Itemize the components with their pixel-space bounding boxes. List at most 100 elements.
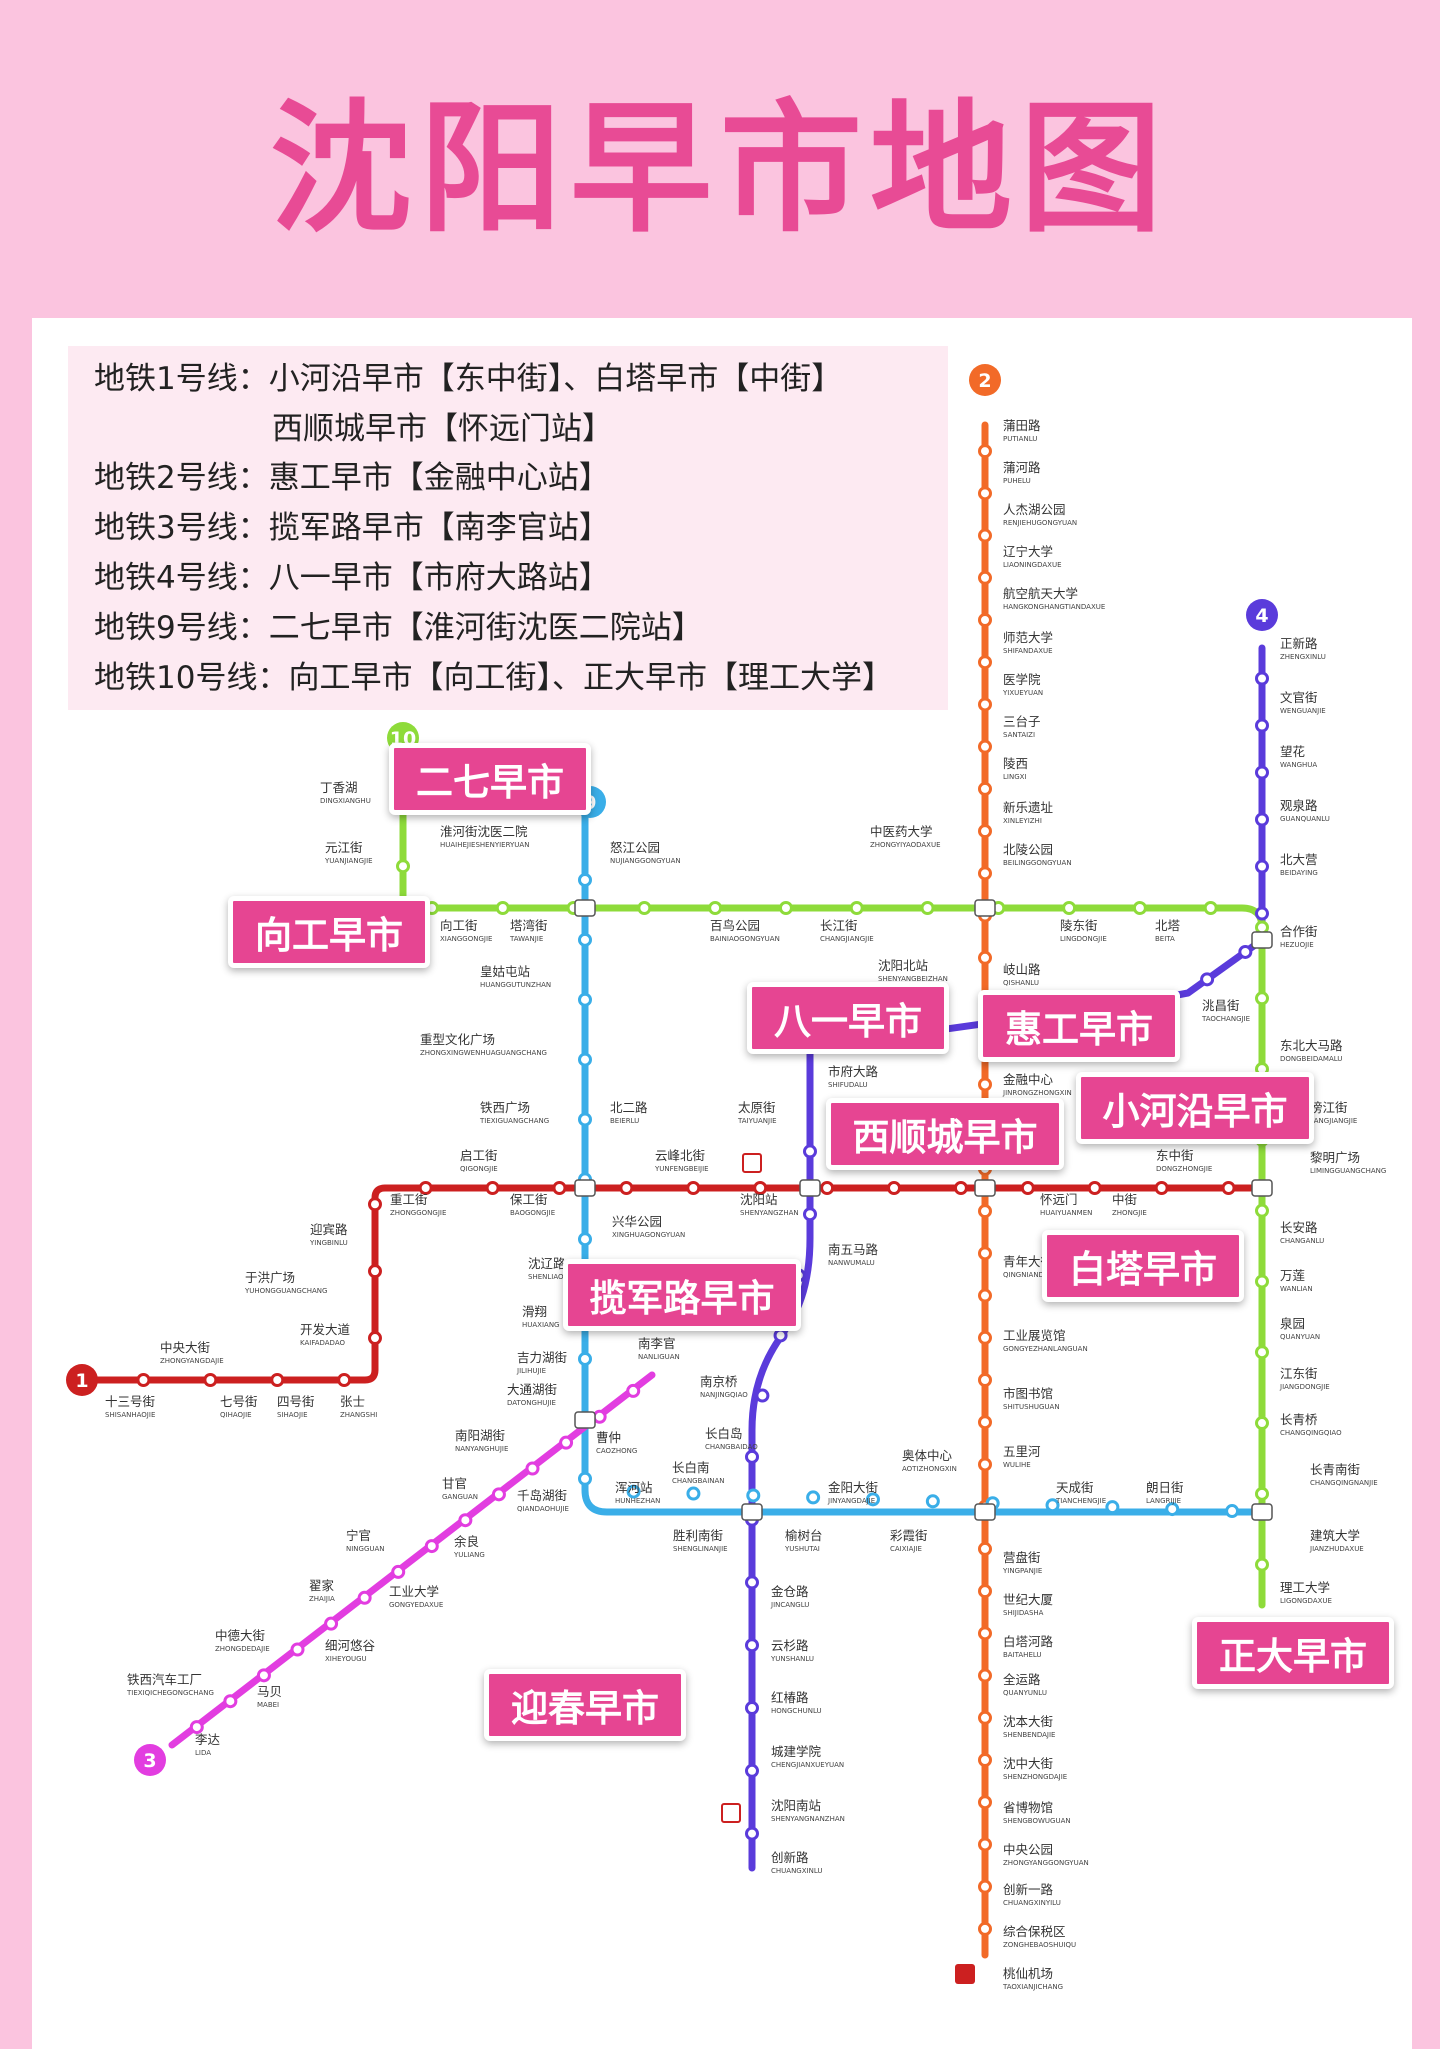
legend-market-text: 西顺城早市【怀远门站】 <box>272 411 613 447</box>
station-label: 辽宁大学 <box>1003 544 1053 559</box>
station-label: 榆树台 <box>785 1528 823 1543</box>
station-pinyin: CHANGQINGQIAO <box>1280 1429 1342 1437</box>
station-pinyin: HUAXIANG <box>522 1321 560 1329</box>
market-tag-zhengda[interactable]: 正大早市 <box>1192 1617 1394 1689</box>
station-pinyin: HUAIHEJIESHENYIERYUAN <box>440 841 529 849</box>
market-tag-lanjunlu[interactable]: 揽军路早市 <box>563 1259 801 1331</box>
station-pinyin: CHANGQINGNANJIE <box>1310 1479 1378 1487</box>
market-tag-xianggong[interactable]: 向工早市 <box>228 896 430 968</box>
station-dot <box>1255 765 1269 780</box>
station-dot <box>1203 901 1218 915</box>
station-pinyin: XINLEYIZHI <box>1003 817 1042 825</box>
market-tag-huigong[interactable]: 惠工早市 <box>978 990 1180 1062</box>
station-pinyin: PUHELU <box>1003 477 1031 485</box>
market-tag-bayi[interactable]: 八一早市 <box>747 982 949 1054</box>
market-tag-baita[interactable]: 白塔早市 <box>1042 1230 1244 1302</box>
station-dot <box>1255 1486 1269 1501</box>
station-dot <box>256 1668 271 1683</box>
station-label: 桃仙机场 <box>1003 1966 1053 1981</box>
station-label: 文官街 <box>1280 690 1318 705</box>
station-pinyin: CHANGBAINAN <box>672 1477 725 1485</box>
station-dot <box>578 1351 592 1366</box>
station-label: 重型文化广场 <box>420 1032 495 1047</box>
station-pinyin: LINGDONGJIE <box>1060 935 1107 943</box>
station-pinyin: XINGHUAGONGYUAN <box>612 1231 685 1239</box>
legend-market-text: 小河沿早市【东中街】、白塔早市【中街】 <box>268 361 843 397</box>
station-pinyin: SHENBENDAJIE <box>1003 1731 1055 1739</box>
station-label: 于洪广场 <box>245 1270 295 1285</box>
line-1-badge <box>66 1364 98 1396</box>
legend-row: 地铁3号线：揽军路早市【南李官站】 <box>94 508 610 548</box>
station-pinyin: SHENYANGNANZHAN <box>771 1815 845 1823</box>
station-label: 五里河 <box>1003 1444 1041 1459</box>
station-label: 七号街 <box>220 1394 258 1409</box>
station-dot <box>1255 859 1269 874</box>
legend-row: 地铁2号线：惠工早市【金融中心站】 <box>94 458 610 498</box>
station-dot <box>592 1409 607 1424</box>
station-label: 太原街 <box>738 1100 776 1115</box>
station-label: 洮昌街 <box>1202 998 1240 1013</box>
station-pinyin: ZONGHEBAOSHUIQU <box>1003 1941 1076 1949</box>
station-label: 吉力湖街 <box>517 1350 567 1365</box>
station-dot <box>491 1487 506 1502</box>
station-dot <box>1255 718 1269 733</box>
market-tag-yingchun[interactable]: 迎春早市 <box>484 1669 686 1741</box>
station-pinyin: SHIFUDALU <box>828 1081 868 1089</box>
station-label: 北陵公园 <box>1003 842 1053 857</box>
station-label: 中央公园 <box>1003 1842 1053 1857</box>
station-label: 沈中大街 <box>1003 1756 1053 1771</box>
station-pinyin: QUANYUAN <box>1280 1333 1320 1341</box>
station-pinyin: TAWANJIE <box>509 935 543 943</box>
station-dot <box>1255 906 1269 921</box>
station-pinyin: YINGBINLU <box>309 1239 348 1247</box>
station-dot <box>1255 812 1269 827</box>
station-dot <box>978 1626 992 1641</box>
station-dot <box>778 901 793 915</box>
station-pinyin: WENGUANJIE <box>1280 707 1326 715</box>
station-dot <box>745 1575 759 1590</box>
station-label: 北大营 <box>1280 852 1318 867</box>
station-pinyin: CHANGJIANGJIE <box>820 935 874 943</box>
station-pinyin: MABEI <box>257 1701 279 1709</box>
station-pinyin: LIDA <box>195 1749 211 1757</box>
station-label: 中街 <box>1112 1192 1137 1207</box>
station-dot <box>559 1435 574 1450</box>
station-pinyin: LANGRIJIE <box>1146 1497 1181 1505</box>
market-tag-xishuncheng[interactable]: 西顺城早市 <box>826 1098 1064 1170</box>
station-label: 沈阳站 <box>740 1192 778 1207</box>
station-label: 天成街 <box>1056 1480 1094 1495</box>
station-label: 市图书馆 <box>1003 1386 1053 1401</box>
legend-line-label: 地铁3号线： <box>94 510 269 546</box>
station-pinyin: DATONGHUJIE <box>507 1399 556 1407</box>
station-pinyin: TIEXIQICHEGONGCHANG <box>126 1689 214 1697</box>
station-label: 元江街 <box>325 840 363 855</box>
line-4-badge <box>1246 599 1278 631</box>
station-dot <box>978 1541 992 1556</box>
market-tag-xiaoheyan[interactable]: 小河沿早市 <box>1076 1072 1314 1144</box>
station-label: 中德大街 <box>215 1628 265 1643</box>
station-dot <box>755 1388 770 1403</box>
station-dot <box>495 901 510 915</box>
station-label: 金融中心 <box>1003 1072 1054 1087</box>
market-tag-erqi[interactable]: 二七早市 <box>389 743 591 815</box>
station-dot <box>978 866 992 881</box>
station-dot <box>1225 1504 1240 1519</box>
station-label: 正新路 <box>1280 636 1318 651</box>
station-pinyin: ZHANGSHI <box>340 1411 377 1419</box>
station-dot <box>773 1328 788 1343</box>
station-dot <box>745 1638 759 1653</box>
station-dot <box>978 1879 992 1894</box>
station-pinyin: JILIHUJIE <box>516 1367 546 1375</box>
line-2-badge-label: 2 <box>978 370 991 392</box>
station-pinyin: QIGONGJIE <box>460 1165 498 1173</box>
station-dot <box>745 1826 759 1841</box>
station-dot <box>418 1181 433 1195</box>
legend-market-text: 向工早市【向工街】、正大早市【理工大学】 <box>288 660 893 696</box>
station-dot <box>925 1494 940 1509</box>
transfer-station-icon <box>574 1179 596 1197</box>
station-dot <box>136 1373 151 1387</box>
station-dot <box>978 781 992 796</box>
station-label: 怒江公园 <box>610 840 660 855</box>
station-label: 宁官 <box>346 1528 371 1543</box>
station-pinyin: SHIJIDASHA <box>1003 1609 1044 1617</box>
